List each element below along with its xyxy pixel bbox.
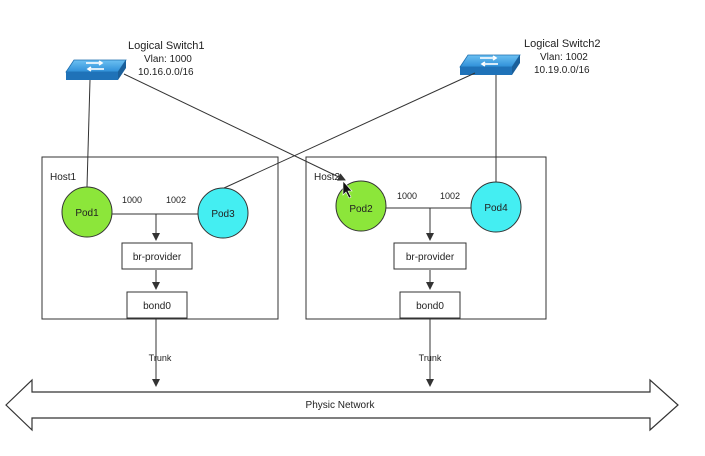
logical-switch-2: Logical Switch2 Vlan: 1002 10.19.0.0/16	[459, 38, 600, 76]
mouse-cursor-icon	[342, 180, 353, 199]
pod1-node	[61, 186, 113, 238]
switch1-vlan: Vlan: 1000	[144, 54, 192, 65]
logical-switch-1: Logical Switch1 Vlan: 1000 10.16.0.0/16	[65, 40, 204, 80]
host2-vlan-left: 1000	[397, 191, 417, 201]
host1-trunk-label: Trunk	[149, 353, 172, 363]
host2-bond-box	[399, 291, 461, 319]
host2-vlan-right: 1002	[440, 191, 460, 201]
host1-bridge-label: br-provider	[133, 252, 182, 263]
link-switch2-pod3	[223, 72, 476, 189]
pod3-node	[197, 187, 249, 239]
host1-internals	[111, 213, 200, 387]
switch2-vlan: Vlan: 1002	[540, 52, 588, 63]
host2-bridge-box	[393, 242, 467, 270]
host1-vlan-left: 1000	[122, 195, 142, 205]
pod4-label: Pod4	[484, 203, 508, 214]
network-switch-icon	[459, 54, 521, 75]
pod2-label: Pod2	[349, 204, 373, 215]
pod4-node	[470, 181, 522, 233]
link-switch1-pod2	[123, 73, 346, 181]
host1-bond-box	[126, 291, 188, 319]
host2-bridge-label: br-provider	[406, 252, 455, 263]
pod1-label: Pod1	[75, 208, 99, 219]
host2-label: Host2	[314, 172, 341, 183]
pod3-label: Pod3	[211, 209, 235, 220]
host2-trunk-label: Trunk	[419, 353, 442, 363]
switch2-title: Logical Switch2	[524, 38, 600, 50]
host1-box	[41, 156, 279, 320]
physical-network-label: Physic Network	[306, 400, 376, 411]
switch1-cidr: 10.16.0.0/16	[138, 67, 194, 78]
network-switch-icon	[65, 59, 127, 80]
host1-bridge-box	[121, 242, 193, 270]
host2-internals	[386, 207, 472, 387]
host1-vlan-right: 1002	[166, 195, 186, 205]
host1-label: Host1	[50, 172, 77, 183]
host2-bond-label: bond0	[416, 301, 444, 312]
switch2-cidr: 10.19.0.0/16	[534, 65, 590, 76]
switch1-title: Logical Switch1	[128, 40, 204, 52]
physical-network-arrow	[5, 378, 679, 432]
host1-bond-label: bond0	[143, 301, 171, 312]
host2-box	[305, 156, 547, 320]
link-switch1-pod1	[86, 79, 91, 188]
